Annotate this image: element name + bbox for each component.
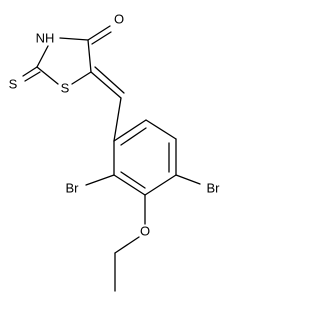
bond-ar-c1-c2-inner [120, 127, 147, 146]
molecule-structure: O NH S S Br Br O [9, 12, 221, 292]
atom-label-ether-oxygen: O [140, 224, 150, 239]
atom-label-bromine-left: Br [66, 181, 80, 196]
bond-ar-c1-c2 [113, 119, 147, 142]
bond-ar-br-left [85, 174, 115, 186]
thiazolidine-ring [36, 37, 92, 85]
atom-label-bromine-right: Br [207, 181, 221, 196]
atom-label-ring-sulfur: S [61, 81, 70, 96]
bond-c2-s-a [22, 66, 38, 77]
bond-ar-c4-c5 [144, 174, 177, 196]
bond-c5-c4 [87, 39, 92, 73]
bond-c4-n3 [59, 37, 89, 41]
bond-ar-br-right [175, 174, 201, 185]
bond-n3-c2 [36, 45, 49, 68]
exocyclic-double-bond [90, 66, 125, 99]
bond-ch-aryl [113, 97, 122, 142]
bond-s1-c5 [71, 71, 92, 85]
atom-label-nh: NH [36, 31, 55, 46]
bond-ar-c2-c3 [145, 119, 177, 140]
bond-c2-s1 [36, 66, 59, 85]
thione-group [22, 66, 41, 82]
carbonyl-group [87, 25, 112, 45]
bond-c5-ch-b [94, 66, 125, 94]
bond-c5-ch-a [90, 71, 122, 99]
bond-c2-s-b [24, 71, 41, 82]
bond-ar-c5-c6 [113, 174, 146, 196]
benzene-ring [113, 119, 177, 196]
bond-o-ch2 [114, 236, 140, 254]
bond-c4-o-a [87, 25, 111, 41]
atom-label-thione-sulfur: S [9, 77, 18, 92]
bond-ar-c5-c6-inner [120, 171, 146, 189]
bond-c4-o-b [91, 31, 112, 45]
atom-label-carbonyl-oxygen: O [114, 12, 124, 27]
